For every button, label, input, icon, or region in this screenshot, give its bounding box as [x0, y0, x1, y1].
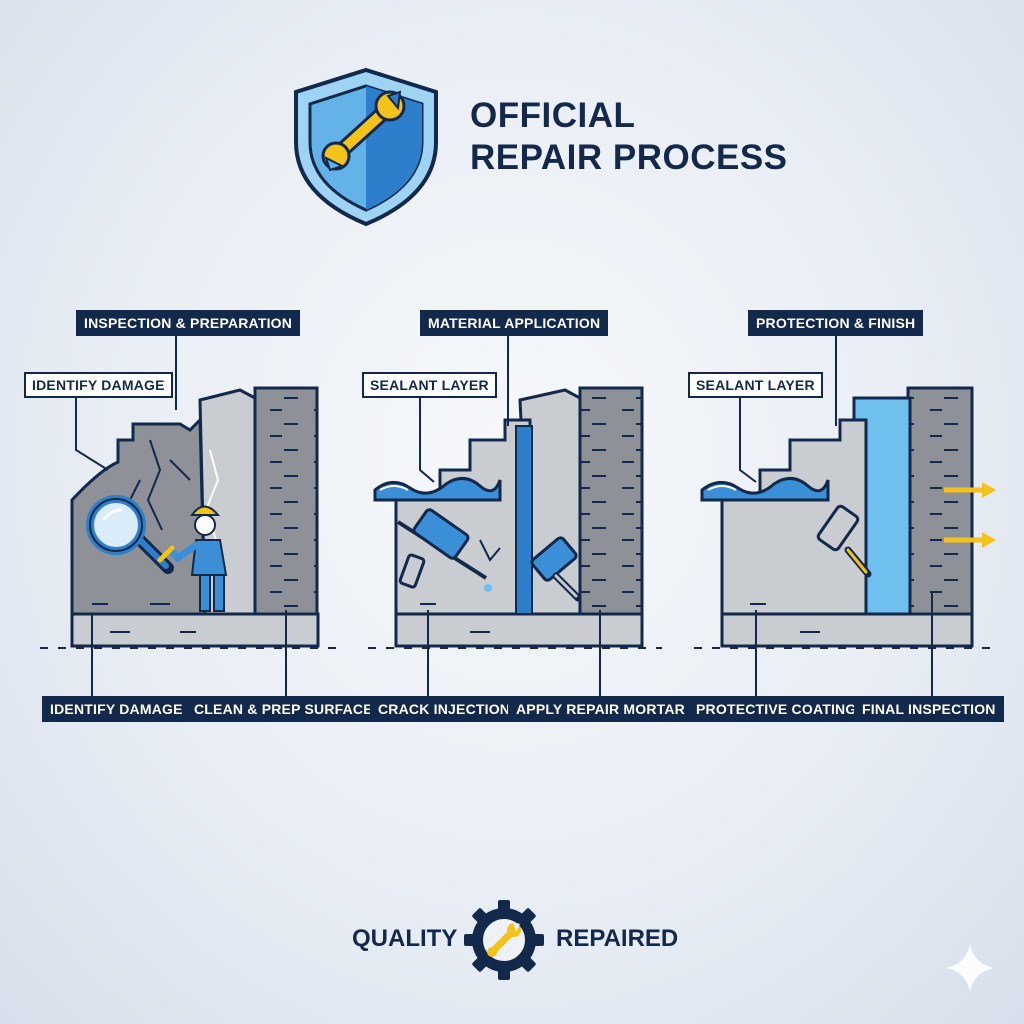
- gear-wrench-icon: [464, 900, 544, 980]
- arrow-right-icon: [944, 482, 996, 498]
- panel-protection: [700, 336, 996, 696]
- page-title-line2: REPAIR PROCESS: [470, 138, 788, 177]
- paint-roller-icon: [530, 536, 582, 602]
- panel1-bottom-label-2: CLEAN & PREP SURFACE: [186, 696, 381, 722]
- panel-inspection: [70, 336, 320, 696]
- injection-gun-icon: [396, 508, 492, 592]
- footer-quality: QUALITY: [352, 925, 458, 952]
- magnifier-icon: [86, 495, 174, 574]
- panel-material: [373, 336, 644, 696]
- sparkle-icon: [946, 944, 994, 992]
- panel1-heading: INSPECTION & PREPARATION: [76, 310, 301, 336]
- worker-icon: [157, 505, 228, 612]
- panel3-side-label: SEALANT LAYER: [688, 372, 823, 398]
- panel1-bottom-label-1: IDENTIFY DAMAGE: [42, 696, 191, 722]
- panel1-leaders: [75, 336, 287, 696]
- shield-wrench-icon: [294, 67, 438, 227]
- panel2-leaders: [419, 336, 601, 696]
- panel3-bottom-label-2: FINAL INSPECTION: [854, 696, 1004, 722]
- panel2-heading: MATERIAL APPLICATION: [420, 310, 609, 336]
- panel2-wall: [373, 386, 644, 648]
- footer-repaired: REPAIRED: [556, 925, 679, 952]
- panel3-leaders: [739, 336, 933, 696]
- panel3-wall: [700, 386, 974, 648]
- panel3-bottom-label-1: PROTECTIVE COATING: [688, 696, 865, 722]
- panel2-bottom-label-2: APPLY REPAIR MORTAR: [508, 696, 693, 722]
- panel2-bottom-label-1: CRACK INJECTION: [370, 696, 519, 722]
- paint-roller-icon: [816, 504, 872, 578]
- panel1-side-label: IDENTIFY DAMAGE: [24, 372, 173, 398]
- arrow-right-icon: [944, 532, 996, 548]
- page-title-line1: OFFICIAL: [470, 96, 636, 135]
- panel3-heading: PROTECTION & FINISH: [748, 310, 924, 336]
- panel2-side-label: SEALANT LAYER: [362, 372, 497, 398]
